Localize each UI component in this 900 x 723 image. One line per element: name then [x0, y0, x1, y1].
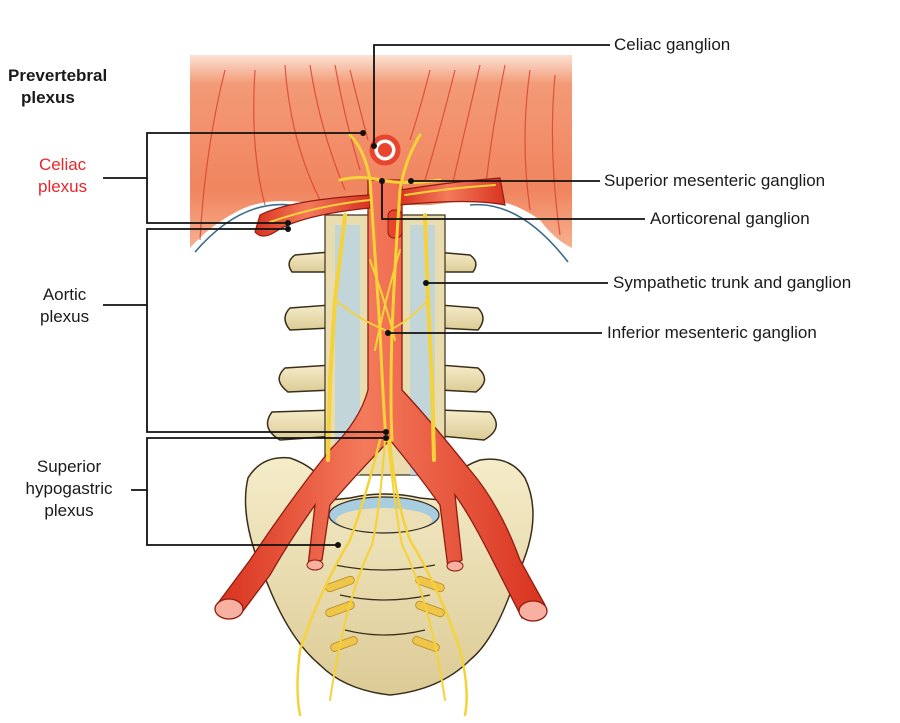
diagram-title: Prevertebral plexus	[8, 65, 107, 109]
label-inferior-mesenteric-ganglion: Inferior mesenteric ganglion	[607, 323, 817, 342]
leader-dots	[285, 130, 429, 548]
celiac-plexus-line2: plexus	[38, 177, 88, 196]
sup-hypogastric-line2: hypogastric	[25, 479, 113, 498]
label-celiac-plexus: Celiac plexus	[38, 154, 87, 198]
aortic-plexus-line2: plexus	[40, 307, 90, 326]
label-superior-mesenteric-ganglion: Superior mesenteric ganglion	[604, 171, 826, 190]
sup-hypogastric-line3: plexus	[44, 501, 94, 520]
leader-celiac-plexus	[103, 132, 363, 224]
leader-lines	[103, 44, 645, 546]
leader-aorticorenal-ganglion	[381, 181, 645, 220]
label-celiac-ganglion: Celiac ganglion	[614, 35, 731, 54]
label-sympathetic-trunk: Sympathetic trunk and ganglion	[613, 273, 852, 292]
title-line2: plexus	[21, 88, 75, 107]
label-aortic-plexus: Aortic plexus	[40, 284, 89, 328]
sacrum	[244, 456, 534, 696]
sup-hypogastric-line1: Superior	[36, 457, 102, 476]
nerve-plexus	[269, 133, 496, 717]
leader-aortic-plexus	[103, 228, 386, 433]
label-superior-hypogastric-plexus: Superior hypogastric plexus	[17, 456, 121, 522]
aortic-plexus-line1: Aortic	[42, 285, 87, 304]
label-aorticorenal-ganglion: Aorticorenal ganglion	[650, 209, 810, 228]
leader-superior-hypogastric-plexus	[131, 437, 386, 546]
celiac-plexus-line1: Celiac	[38, 155, 87, 174]
leader-celiac-ganglion	[373, 44, 610, 146]
title-line1: Prevertebral	[8, 66, 108, 85]
